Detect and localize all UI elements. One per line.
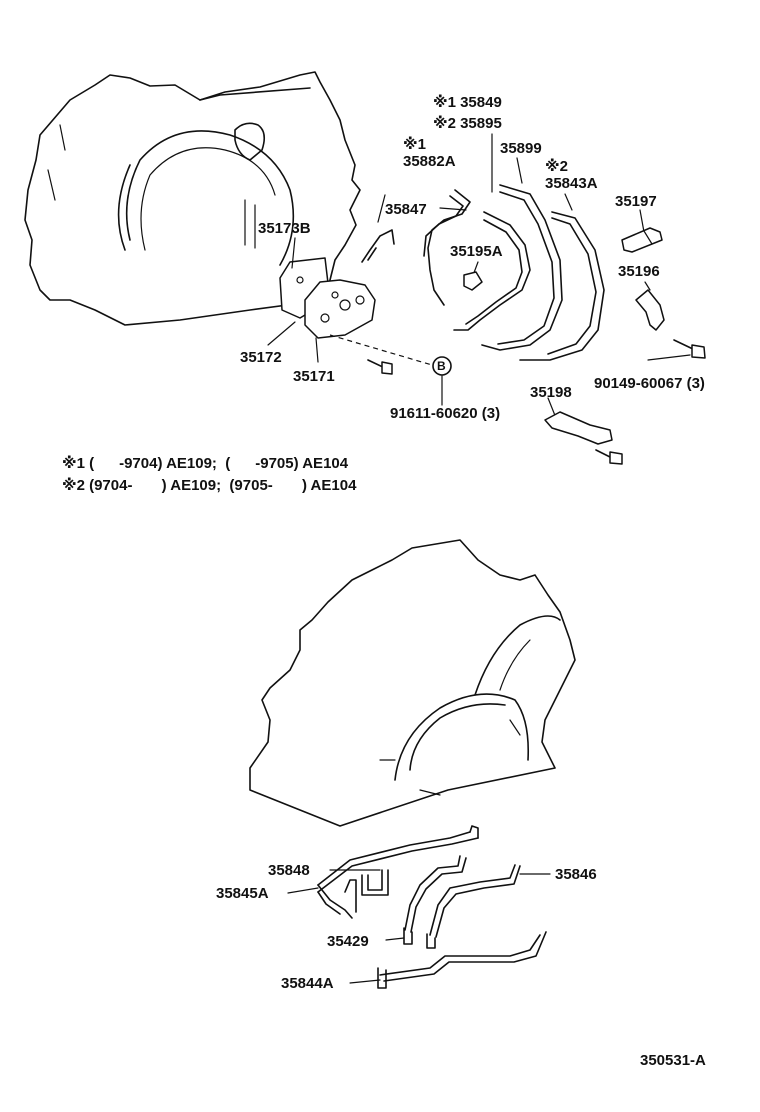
label-35197: 35197 [615,193,657,210]
clip-35195a [463,271,483,291]
label-35845a: 35845A [216,885,269,902]
label-mark1: ※1 [403,136,426,153]
applicability-note-1: ※1 ( -9704) AE109; ( -9705) AE104 [62,455,349,472]
transaxle-housing-upper [24,71,361,326]
dashed-guide-line [329,334,433,366]
label-35846: 35846 [555,866,597,883]
pipe-35899 [481,184,563,351]
label-35172: 35172 [240,349,282,366]
transaxle-housing-lower [249,539,576,827]
bolt-35198 [595,449,623,465]
applicability-note-2: ※2 (9704- ) AE109; (9705- ) AE104 [62,477,357,494]
label-91611-60620: 91611-60620 (3) [390,405,501,422]
pipe-35844a [377,931,547,989]
label-35895: ※2 35895 [433,115,502,132]
label-35173b: 35173B [258,220,311,237]
leader-lines-upper [267,133,691,419]
label-35171: 35171 [293,368,335,385]
pipe-35846 [426,864,551,949]
bracket-35196 [635,289,665,331]
leader-lines-lower [287,869,405,984]
label-35847: 35847 [385,201,427,218]
label-35196: 35196 [618,263,660,280]
valve-body-assembly [279,257,376,339]
label-35899: 35899 [500,140,542,157]
label-circled-b: B [437,359,446,373]
label-35198: 35198 [530,384,572,401]
pipe-35843a [519,211,605,361]
figure-id: 350531-A [640,1052,706,1069]
clip-35848 [361,869,389,896]
label-35848: 35848 [268,862,310,879]
pipe-35882a [361,229,395,263]
label-35843a: 35843A [545,175,598,192]
pipe-35429 [403,855,467,945]
label-35195a: 35195A [450,243,503,260]
circled-b-marker [432,356,452,376]
label-mark2: ※2 [545,158,568,175]
pipe-35845a [317,879,357,919]
label-35429: 35429 [327,933,369,950]
sensor-35197 [621,227,663,253]
label-90149-60067: 90149-60067 (3) [594,375,705,392]
label-35849: ※1 35849 [433,94,502,111]
bolt-90149 [673,339,706,359]
label-35844a: 35844A [281,975,334,992]
bolt-91611 [367,359,393,375]
bracket-35198 [544,411,613,445]
label-35882a: 35882A [403,153,456,170]
pipe-35848 [317,825,479,893]
pipe-35847 [423,189,471,306]
pipe-35849 [453,211,531,331]
